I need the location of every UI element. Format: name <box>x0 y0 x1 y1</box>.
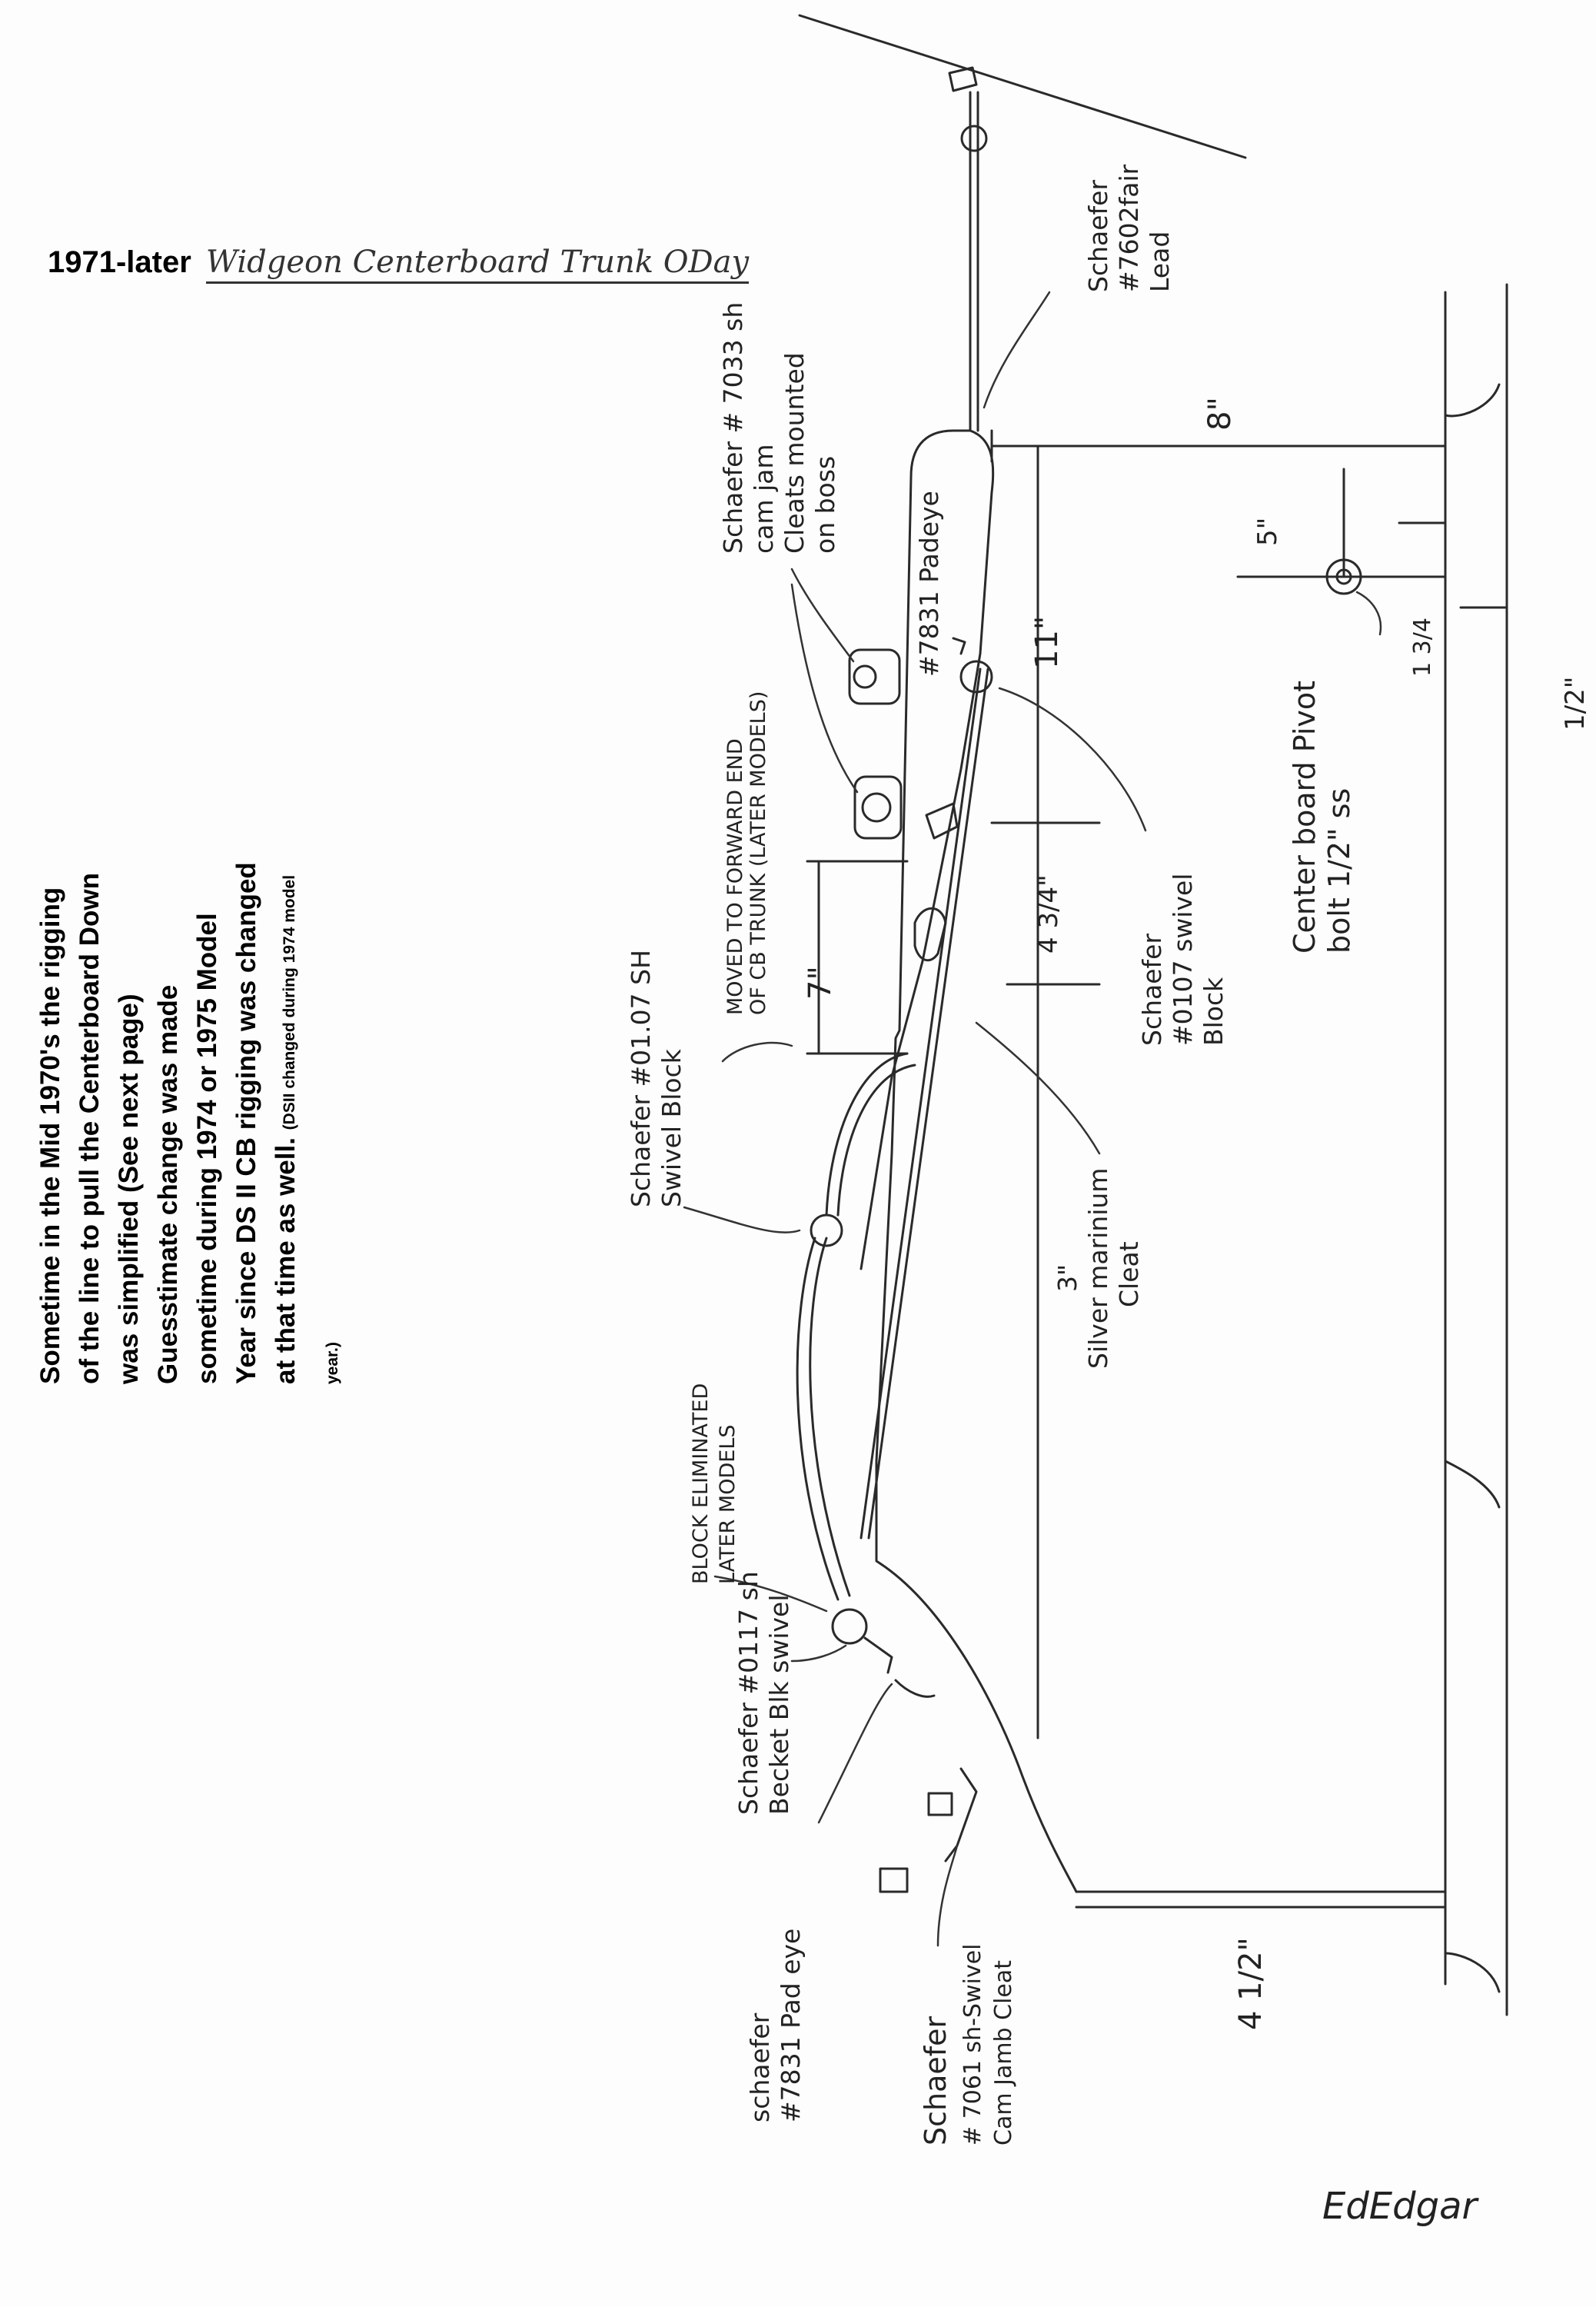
fairlead-label-1: Schaefer <box>1083 180 1113 292</box>
silver-cleat-label-1: 3" <box>1052 1264 1082 1292</box>
becket-label-1: Schaefer #0117 sh <box>733 1571 763 1815</box>
pivot-label-1: Center board Pivot <box>1288 681 1322 954</box>
trunk-top-edge <box>875 429 1078 1893</box>
hull-line <box>798 14 1247 159</box>
cam-jamb-label-1: Schaefer <box>919 2016 953 2146</box>
cam-jam-label-1: Schaefer # 7033 sh <box>718 302 748 554</box>
line-loop-upper <box>825 1052 909 1217</box>
cam-jamb-label-3: Cam Jamb Cleat <box>990 1960 1017 2146</box>
fairlead-block <box>960 125 988 152</box>
swivel-block-top-label-1: Schaefer #01.07 SH <box>626 950 656 1207</box>
pivot-label-2: bolt 1/2" ss <box>1322 788 1356 954</box>
moved-label-1: MOVED TO FORWARD END <box>723 738 747 1015</box>
cam-jam-label-3: Cleats mounted <box>780 352 810 554</box>
title-typed: 1971-later <box>48 245 191 279</box>
cam-jam-label-2: cam jam <box>749 444 779 554</box>
dim-4-1-2: 4 1/2" <box>1233 1937 1268 2030</box>
padeye-top <box>925 802 959 840</box>
silver-cleat-label-2: Silver marinium <box>1083 1168 1113 1369</box>
cam-jam-cleat-1 <box>848 648 901 705</box>
dim-1-2: 1/2" <box>1560 677 1591 731</box>
dim-4-3-4: 4 3/4" <box>1033 874 1064 954</box>
line-loop-lower <box>796 1237 840 1601</box>
silver-cleat <box>913 907 947 962</box>
silver-cleat-label-3: Cleat <box>1114 1241 1144 1307</box>
cam-jam-cleat-2 <box>853 775 903 840</box>
cam-jamb-label-2: # 7061 sh-Swivel <box>959 1944 986 2146</box>
trunk-inner-edge <box>860 429 995 1270</box>
swivel-block-top-label-2: Swivel Block <box>657 1048 687 1207</box>
cam-jamb-cleat <box>944 1767 978 1863</box>
title-handwritten: Widgeon Centerboard Trunk ODay <box>205 245 750 284</box>
dim-5: 5" <box>1252 518 1283 546</box>
becket-label-2: Becket Blk swivel <box>764 1594 794 1815</box>
signature: EdEdgar <box>1322 2185 1479 2228</box>
fairlead-label-3: Lead <box>1145 231 1175 292</box>
padeye-bottom <box>894 1679 936 1698</box>
dim-1-3-4: 1 3/4 <box>1409 618 1436 677</box>
block-eliminated-label-2: LATER MODELS <box>716 1424 740 1584</box>
fairlead-label-2: #7602fair <box>1114 164 1144 292</box>
fairlead-bracket <box>948 66 978 92</box>
padeye-bottom-label-2: #7831 Pad eye <box>776 1929 806 2122</box>
moved-label-2: OF CB TRUNK (LATER MODELS) <box>746 691 770 1015</box>
dim-11: 11" <box>1029 616 1065 669</box>
swivel-block-mid-label-1: Schaefer <box>1137 934 1167 1046</box>
padeye-bottom-label-1: schaefer <box>745 2012 775 2122</box>
dim-7: 7" <box>803 966 838 1000</box>
swivel-block-mid-label-2: #0107 swivel <box>1168 874 1198 1046</box>
padeye-top-label: #7831 Padeye <box>914 491 944 677</box>
becket-block <box>831 1608 868 1645</box>
cam-jam-label-4: on boss <box>810 456 840 554</box>
page-title: 1971-later Widgeon Centerboard Trunk ODa… <box>48 245 750 284</box>
swivel-block-mid-label-3: Block <box>1199 977 1229 1046</box>
dim-8: 8" <box>1202 397 1238 431</box>
control-line-diagonal <box>860 667 982 1540</box>
block-eliminated-label-1: BLOCK ELIMINATED <box>689 1383 713 1584</box>
